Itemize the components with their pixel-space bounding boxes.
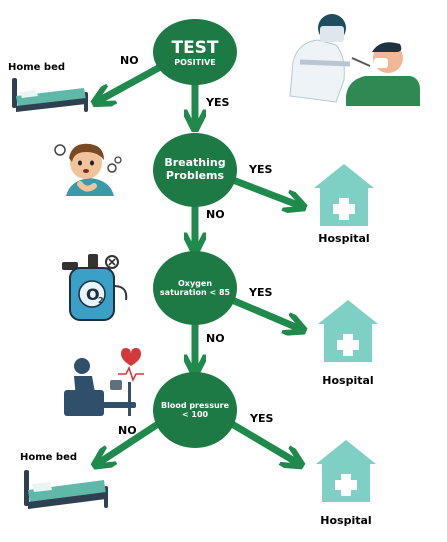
node-bp-line2: < 100 (181, 410, 209, 419)
outcome-hospital: Hospital (322, 374, 374, 387)
hospital-house-icon (318, 300, 378, 362)
arrow-breathing-yes (229, 176, 298, 205)
label-yes: YES (249, 163, 273, 176)
bed-icon (12, 78, 88, 112)
hospital-house-icon (316, 440, 376, 502)
label-no: NO (206, 332, 225, 345)
label-no: NO (120, 54, 139, 67)
arrow-bp-no (100, 420, 162, 462)
svg-text:2: 2 (98, 296, 104, 305)
node-bp-text: Blood pressure < 100 (151, 388, 239, 432)
node-test-positive (153, 19, 237, 85)
label-yes: YES (206, 96, 230, 109)
outcome-home-bed: Home bed (8, 62, 66, 73)
node-oxygen-line2: saturation < 85 (159, 288, 231, 297)
node-breathing (153, 133, 237, 207)
node-breathing-line1: Breathing (164, 156, 226, 170)
node-breathing-line2: Problems (165, 169, 225, 182)
hospital-house-icon (314, 164, 374, 226)
label-no: NO (118, 424, 137, 437)
svg-text:O: O (86, 285, 100, 304)
outcome-hospital: Hospital (320, 514, 372, 527)
node-breathing-text: Breathing Problems (153, 146, 237, 194)
node-oxygen (153, 251, 237, 325)
node-bp-line1: Blood pressure (160, 400, 230, 410)
bed-icon (24, 470, 108, 509)
node-test-positive-title: TEST (171, 37, 219, 58)
blood-pressure-icon (64, 348, 144, 416)
arrow-oxygen-yes (228, 296, 298, 328)
oxygen-tank-icon: O 2 (62, 254, 128, 321)
node-oxygen-line1: Oxygen (177, 278, 213, 288)
decision-nodes (153, 19, 237, 448)
arrow-test-no (100, 62, 166, 100)
node-test-positive-subtitle: POSITIVE (174, 58, 216, 68)
label-yes: YES (250, 412, 274, 425)
node-test-positive-text: TEST POSITIVE (155, 26, 235, 80)
node-blood-pressure (153, 372, 237, 448)
test-swab-icon (289, 14, 420, 106)
label-no: NO (206, 208, 225, 221)
outcome-hospital: Hospital (318, 232, 370, 245)
label-yes: YES (249, 286, 273, 299)
node-oxygen-text: Oxygen saturation < 85 (153, 266, 237, 310)
arrow-bp-yes (228, 420, 296, 462)
arrows (100, 62, 298, 462)
outcome-home-bed: Home bed (20, 452, 78, 463)
breathless-person-icon (54, 143, 122, 196)
